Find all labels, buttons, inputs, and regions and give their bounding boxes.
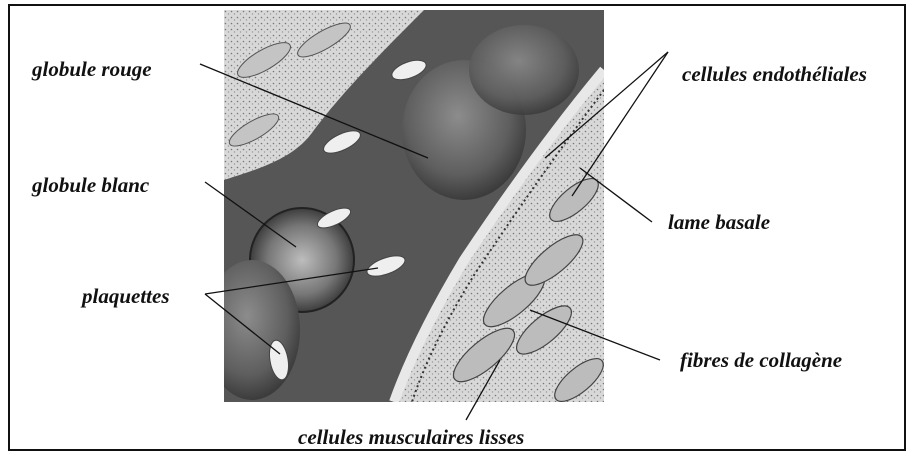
vessel-illustration: [224, 10, 604, 402]
label-fibres-collagene: fibres de collagène: [680, 348, 842, 373]
label-globule-rouge: globule rouge: [32, 57, 152, 82]
red-blood-cell-2: [469, 25, 579, 115]
label-lame-basale: lame basale: [668, 210, 770, 235]
label-plaquettes: plaquettes: [82, 284, 170, 309]
label-cellules-endotheliales: cellules endothéliales: [682, 62, 867, 87]
label-globule-blanc: globule blanc: [32, 173, 149, 198]
label-cellules-musculaires: cellules musculaires lisses: [298, 425, 524, 450]
